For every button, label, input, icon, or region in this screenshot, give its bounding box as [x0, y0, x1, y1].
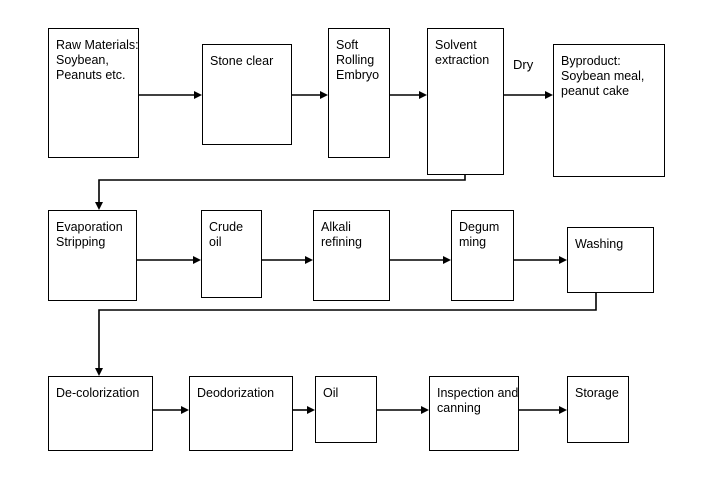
box-deodorization: Deodorization	[189, 376, 293, 451]
box-line: Alkali	[321, 220, 351, 234]
box-line: Soft	[336, 38, 359, 52]
box-crude-oil: Crude oil	[201, 210, 262, 298]
box-line: Embryo	[336, 68, 380, 82]
box-line: Soybean,	[56, 53, 109, 67]
box-line: Raw Materials:	[56, 38, 139, 52]
box-line: Stone clear	[210, 54, 274, 68]
box-degumming: Degum ming	[451, 210, 514, 301]
box-line: canning	[437, 401, 481, 415]
edge-label-dry: Dry	[513, 57, 534, 72]
box-line: Rolling	[336, 53, 375, 67]
box-line: Inspection and	[437, 386, 519, 400]
box-line: ming	[459, 235, 487, 249]
box-washing: Washing	[567, 227, 654, 293]
box-line: refining	[321, 235, 362, 249]
box-line: Washing	[575, 237, 624, 251]
box-stone-clear: Stone clear	[202, 44, 292, 145]
box-byproduct: Byproduct: Soybean meal, peanut cake	[553, 44, 665, 177]
box-line: Evaporation	[56, 220, 123, 234]
box-evaporation-stripping: Evaporation Stripping	[48, 210, 137, 301]
box-line: Oil	[323, 386, 339, 400]
arrow-washing-to-decolorization	[95, 293, 597, 376]
box-line: Degum	[459, 220, 500, 234]
arrow-alkali-to-degum	[390, 256, 451, 264]
arrow-crude-to-alkali	[262, 256, 313, 264]
box-line: peanut cake	[561, 84, 630, 98]
box-raw-materials: Raw Materials: Soybean, Peanuts etc.	[48, 28, 139, 158]
arrow-deodorization-to-oil	[293, 406, 315, 414]
box-line: De-colorization	[56, 386, 140, 400]
box-line: extraction	[435, 53, 490, 67]
box-soft-rolling-embryo: Soft Rolling Embryo	[328, 28, 390, 158]
arrow-rolling-to-solvent	[390, 91, 427, 99]
box-inspection-canning: Inspection and canning	[429, 376, 519, 451]
box-oil: Oil	[315, 376, 377, 443]
box-line: Soybean meal,	[561, 69, 645, 83]
box-line: Byproduct:	[561, 54, 621, 68]
box-solvent-extraction: Solvent extraction	[427, 28, 504, 175]
box-de-colorization: De-colorization	[48, 376, 153, 451]
box-line: Solvent	[435, 38, 477, 52]
arrow-evaporation-to-crude	[137, 256, 201, 264]
box-alkali-refining: Alkali refining	[313, 210, 390, 301]
box-line: Peanuts etc.	[56, 68, 126, 82]
arrow-solvent-to-evaporation	[95, 175, 466, 210]
box-line: oil	[209, 235, 222, 249]
arrow-inspection-to-storage	[519, 406, 567, 414]
box-storage: Storage	[567, 376, 629, 443]
arrow-oil-to-inspection	[377, 406, 429, 414]
arrow-solvent-to-byproduct	[504, 91, 553, 99]
arrow-degum-to-washing	[514, 256, 567, 264]
box-line: Crude	[209, 220, 244, 234]
arrow-decolorization-to-deodorization	[153, 406, 189, 414]
box-line: Stripping	[56, 235, 106, 249]
box-line: Storage	[575, 386, 619, 400]
arrow-stone-to-rolling	[292, 91, 328, 99]
arrow-raw-to-stone	[139, 91, 202, 99]
box-line: Deodorization	[197, 386, 275, 400]
